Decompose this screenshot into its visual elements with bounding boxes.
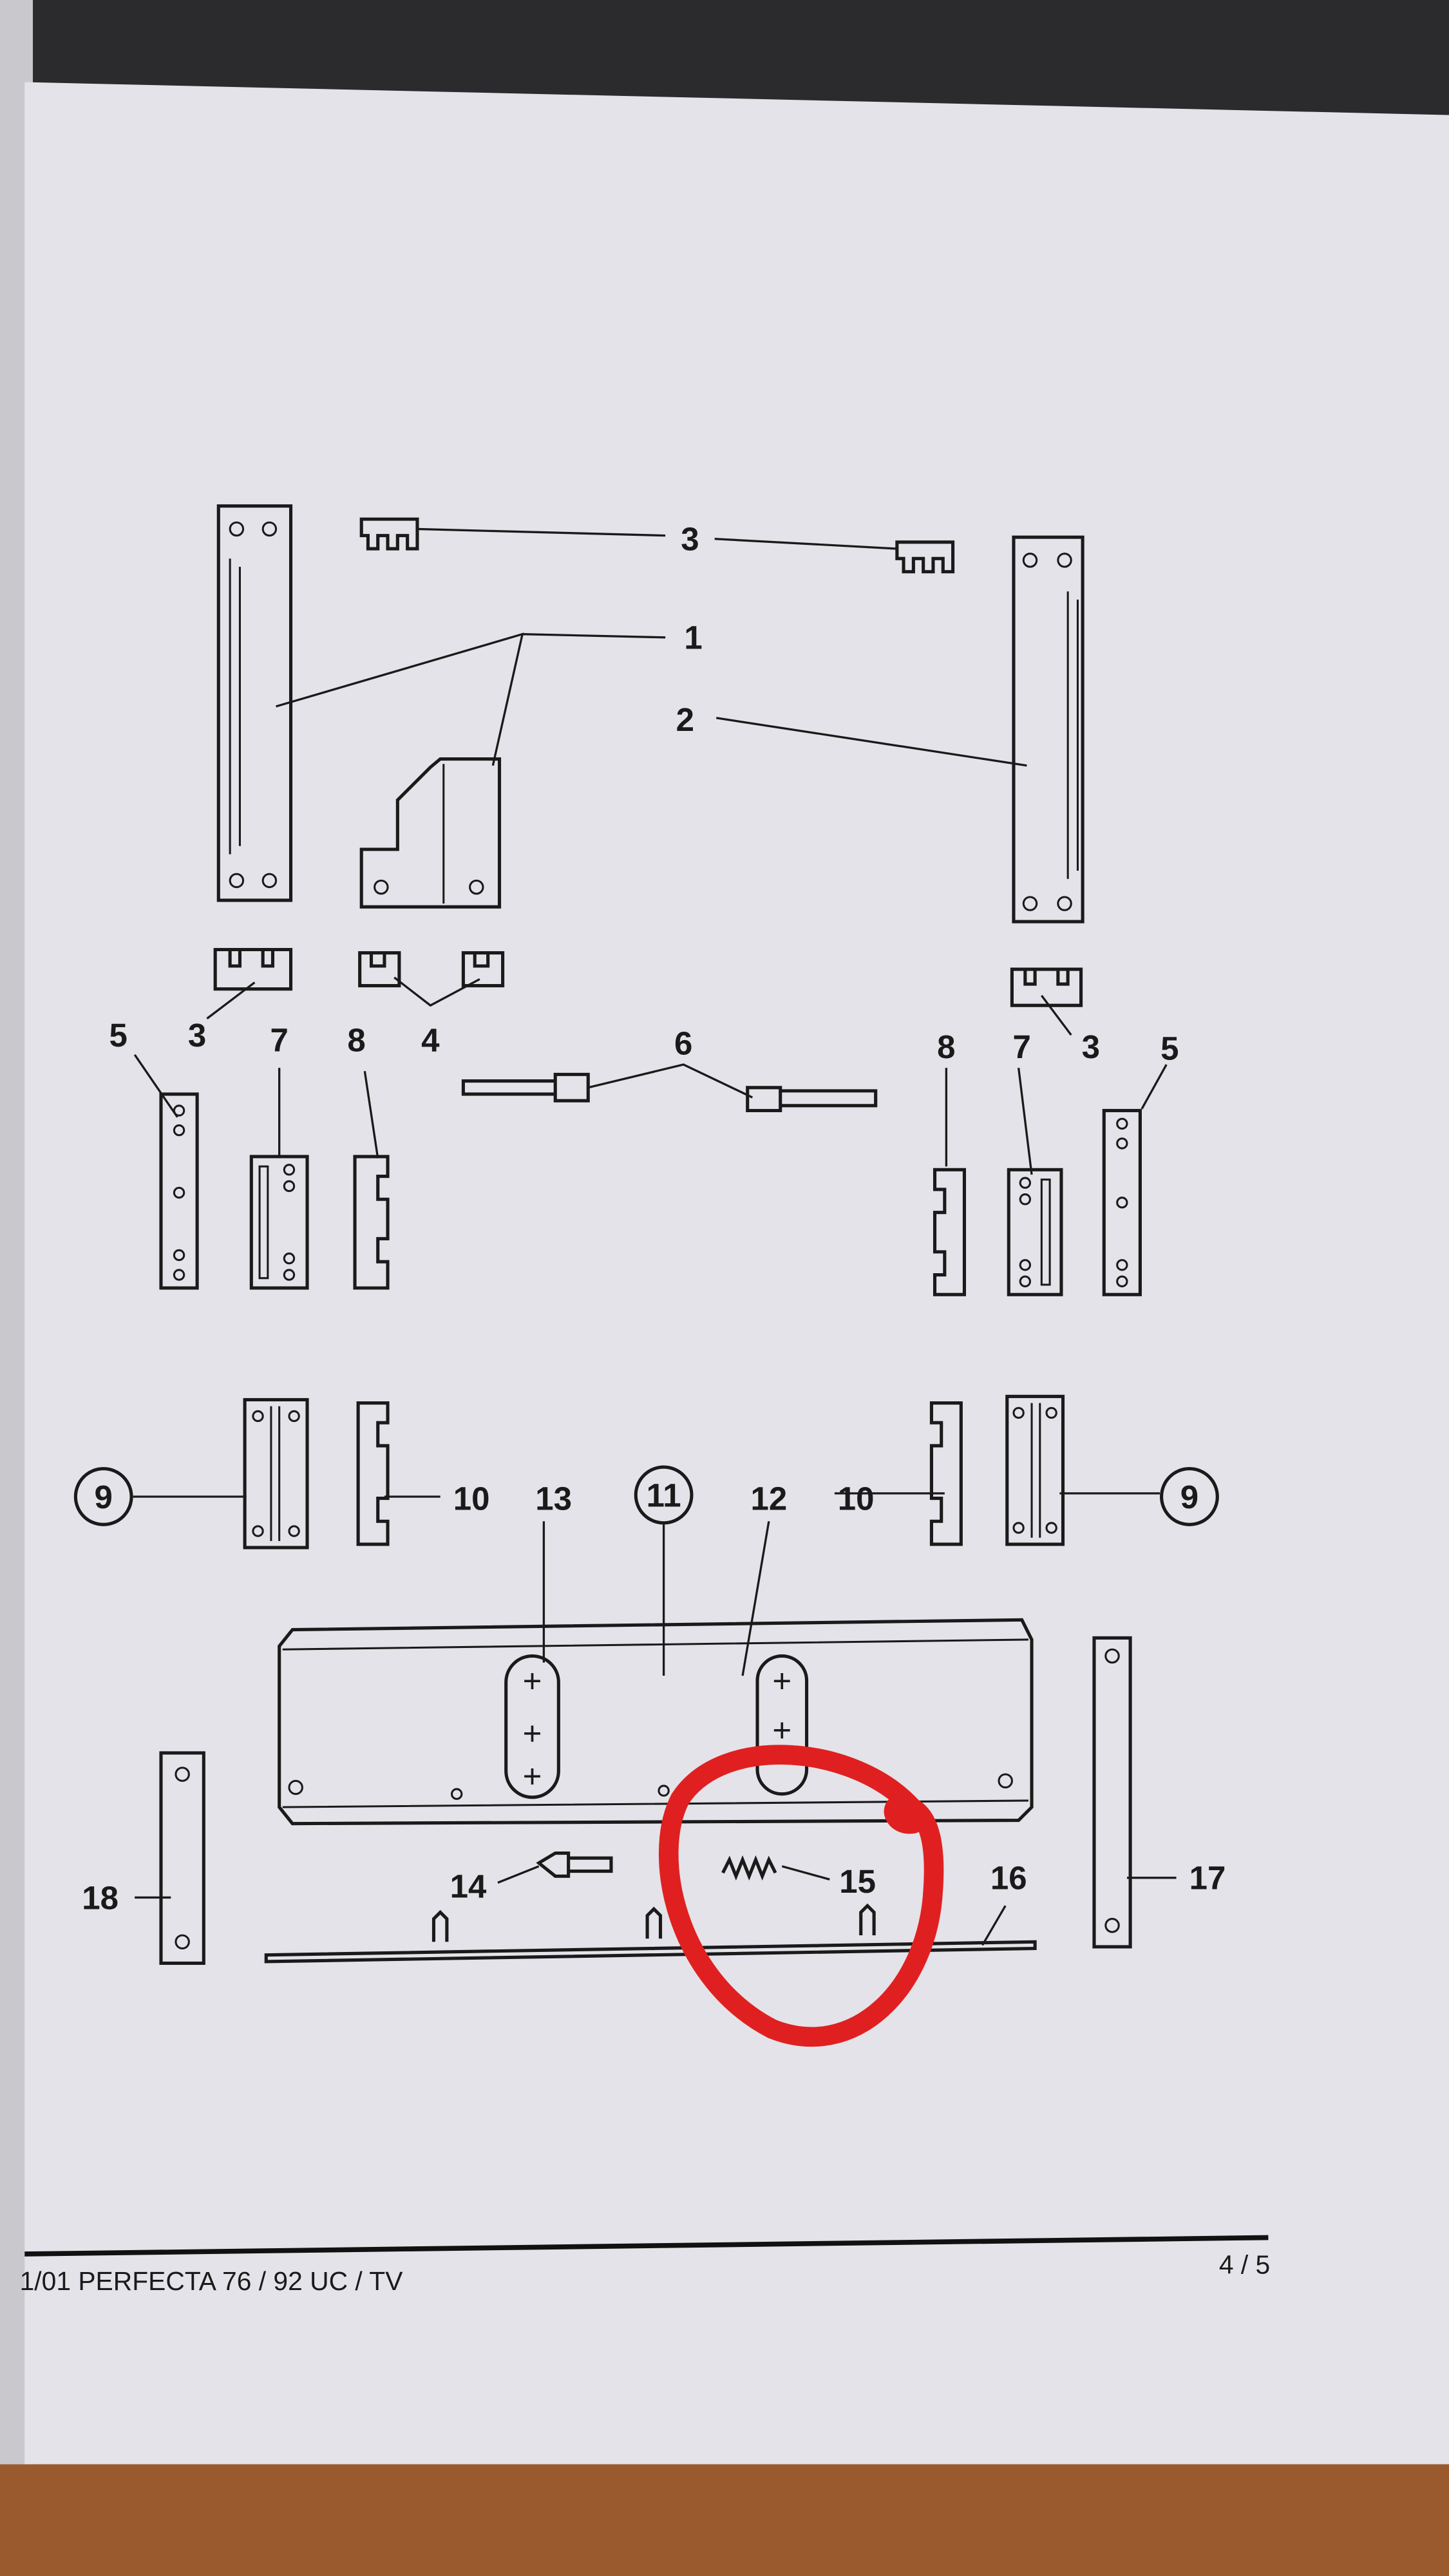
label-part-16: 16 bbox=[990, 1860, 1027, 1897]
label-part-5-right: 5 bbox=[1160, 1030, 1179, 1066]
label-part-7-right: 7 bbox=[1013, 1028, 1031, 1065]
label-part-5-left: 5 bbox=[109, 1017, 127, 1054]
part-10-plate-left bbox=[356, 1401, 390, 1546]
svg-text:+: + bbox=[772, 1663, 791, 1700]
svg-text:+: + bbox=[523, 1715, 542, 1752]
part-15-spring-icon bbox=[721, 1855, 777, 1881]
paper-sheet bbox=[24, 82, 1449, 2465]
label-part-12: 12 bbox=[751, 1480, 788, 1517]
part-17-bar bbox=[1092, 1636, 1132, 1949]
circled-label-9-right bbox=[1160, 1467, 1219, 1526]
leader-line-15 bbox=[781, 1865, 830, 1880]
svg-text:+: + bbox=[523, 1663, 542, 1700]
part-5-plate-left bbox=[159, 1092, 199, 1290]
leader-lines-17-18 bbox=[135, 1877, 1177, 1899]
label-part-3-top: 3 bbox=[681, 521, 699, 558]
label-part-6: 6 bbox=[674, 1025, 692, 1062]
label-part-13: 13 bbox=[535, 1480, 572, 1517]
part-3-clamp-top-right bbox=[895, 540, 955, 574]
label-part-8-left: 8 bbox=[347, 1022, 365, 1059]
part-14-screw bbox=[536, 1852, 613, 1878]
part-7-plate-left bbox=[249, 1155, 309, 1290]
part-8-plate-right bbox=[933, 1168, 966, 1296]
label-part-8-right: 8 bbox=[937, 1028, 955, 1065]
label-part-10-left: 10 bbox=[453, 1480, 490, 1517]
label-part-17: 17 bbox=[1189, 1860, 1226, 1897]
part-4-clamp-a bbox=[358, 951, 401, 988]
label-part-3-right: 3 bbox=[1082, 1028, 1100, 1065]
label-part-1: 1 bbox=[684, 620, 702, 656]
red-highlight-circle bbox=[659, 1745, 944, 2047]
label-part-14: 14 bbox=[450, 1868, 487, 1904]
label-part-7-left: 7 bbox=[270, 1022, 288, 1059]
part-11-housing: + + + + + bbox=[278, 1618, 1034, 1826]
part-1-bracket bbox=[359, 757, 502, 909]
footer-rule bbox=[24, 2235, 1269, 2257]
part-6-bolts bbox=[461, 1072, 878, 1113]
label-part-2: 2 bbox=[676, 701, 694, 738]
label-part-11: 11 bbox=[647, 1477, 681, 1513]
leader-lines-6 bbox=[587, 1063, 753, 1099]
leader-lines-1 bbox=[276, 632, 666, 766]
label-part-10-right: 10 bbox=[838, 1480, 875, 1517]
part-9-hinge-left bbox=[243, 1397, 309, 1549]
leader-line-2 bbox=[715, 717, 1027, 767]
circled-label-11 bbox=[634, 1465, 694, 1525]
leader-lines-7-8 bbox=[278, 1067, 1033, 1175]
leader-line-14 bbox=[497, 1865, 540, 1884]
part-2-right-rail bbox=[1012, 535, 1084, 923]
label-part-15: 15 bbox=[839, 1863, 876, 1900]
svg-text:+: + bbox=[523, 1758, 542, 1795]
leader-lines-row4 bbox=[133, 1492, 1160, 1676]
footer-page-number: 4 / 5 bbox=[1219, 2250, 1270, 2280]
leader-lines-3 bbox=[417, 527, 897, 550]
part-8-plate-left bbox=[353, 1155, 390, 1290]
part-9-hinge-right bbox=[1005, 1394, 1065, 1546]
leader-lines-row2 bbox=[133, 976, 1168, 1118]
part-10-plate-right bbox=[929, 1401, 963, 1546]
label-part-3-left: 3 bbox=[188, 1017, 206, 1054]
wooden-table bbox=[0, 2464, 1449, 2576]
circled-label-9-left bbox=[73, 1467, 133, 1526]
part-3-clamp-right bbox=[1010, 967, 1083, 1007]
label-part-18: 18 bbox=[82, 1879, 118, 1916]
part-4-clamp-b bbox=[461, 951, 505, 988]
part-16-rail bbox=[264, 1903, 1037, 1964]
part-18-bar bbox=[159, 1751, 205, 1965]
footer-document-title: 1/01 PERFECTA 76 / 92 UC / TV bbox=[20, 2266, 404, 2296]
part-3-clamp-left bbox=[213, 947, 293, 991]
svg-text:+: + bbox=[772, 1712, 791, 1748]
label-part-4: 4 bbox=[421, 1022, 440, 1059]
label-part-9-right: 9 bbox=[1180, 1479, 1198, 1515]
label-part-9-left: 9 bbox=[95, 1479, 113, 1515]
part-3-clamp-top-left bbox=[359, 517, 419, 551]
part-5-plate-right bbox=[1102, 1108, 1142, 1296]
part-7-plate-right bbox=[1007, 1168, 1063, 1296]
leader-line-16 bbox=[981, 1905, 1007, 1946]
